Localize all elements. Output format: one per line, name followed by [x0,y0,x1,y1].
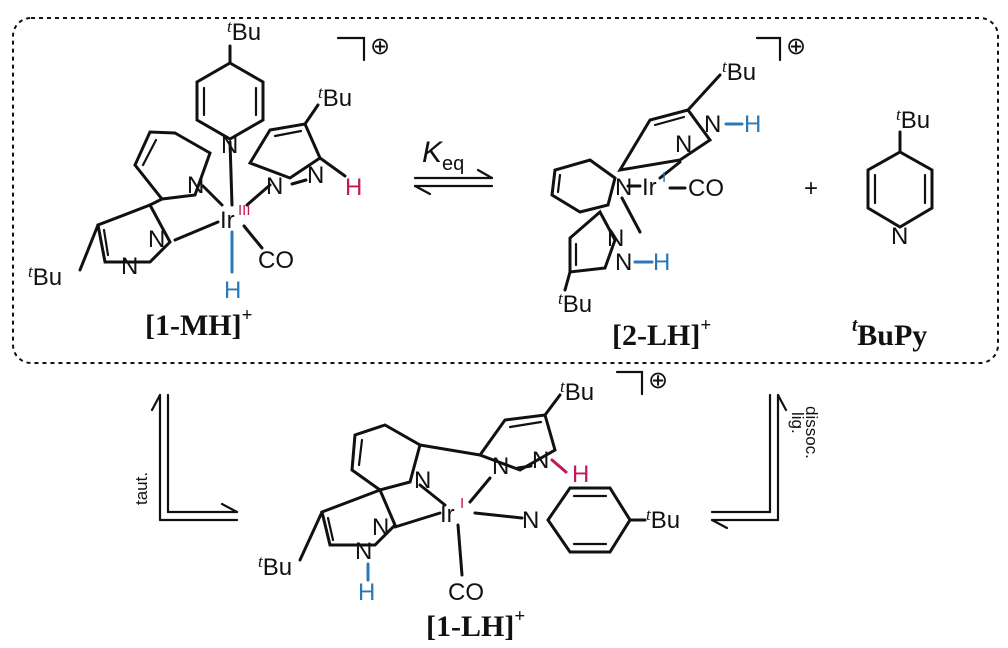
ligand-dissociation-arrow: lig. dissoc. [710,393,821,530]
nh-2-bottom: N [615,249,632,276]
bu-label-tbupy: tBu [896,105,930,134]
n-4-pyridine: N [414,467,431,494]
tautomerization-arrow: taut. [132,393,239,522]
h-2-top: H [744,111,761,138]
n-2-bottom: N [607,225,624,252]
taut-label: taut. [132,472,151,505]
charge-symbol-1: ⊕ [370,33,390,60]
pyrazole-left-n-label: N [148,226,165,253]
axial-n-label: N [221,132,238,159]
compound-label-tbupy: tBuPy [852,315,927,352]
bu-label-2-bottom: tBu [558,289,592,318]
compound-1-mh: tBu N tBu N N N H N N tBu Ir III CO H ⊕ … [28,17,390,342]
n-4-pyrazole-right: N [492,453,509,480]
plus-sign: + [804,175,818,202]
iridium-label-4: Ir [440,501,455,528]
nh-4-right: N [532,447,549,474]
bu-label-4-left: tBu [258,552,292,581]
bu-label-4-top: tBu [560,377,594,406]
nh-4-left: N [355,538,372,565]
n-2-pyridine: N [615,174,632,201]
compound-2-lh: tBu N N H N Ir I CO N N H tBu ⊕ [2-LH]+ [550,33,806,352]
charge-symbol-4: ⊕ [648,367,668,394]
n-4-pyrazole-left: N [372,514,389,541]
charge-symbol-2: ⊕ [786,33,806,60]
equilibrium-box [12,17,999,364]
nh-h-label: H [345,174,362,201]
equilibrium-arrows: Keq [413,136,494,196]
hydride-h-label: H [224,277,241,304]
oxidation-state-iii: III [238,202,251,219]
compound-label-2-lh: [2-LH]+ [612,315,711,352]
compound-label-1-mh: [1-MH]+ [145,305,252,342]
pyrazole-n-label: N [266,173,283,200]
iridium-label: Ir [220,207,235,234]
n-4-pyridine-ligand: N [522,507,539,534]
bu-label-2-top: tBu [722,57,756,86]
bu-label-left: tBu [28,262,62,291]
keq-label: Keq [422,136,464,175]
co-label: CO [258,247,294,274]
bu-label-4-right: tBu [646,505,680,534]
lig-label: lig. [788,412,807,434]
n-tbupy: N [891,223,908,250]
n-2-top: N [675,131,692,158]
compound-label-1-lh: [1-LH]+ [426,606,525,643]
pyridine-n-label: N [187,172,204,199]
bu-label-right: tBu [318,83,352,112]
oxidation-state-i-2: I [662,169,666,186]
compound-tbupy: tBu N tBuPy [852,105,934,352]
h-4-right: H [572,461,589,488]
dissoc-label: dissoc. [802,406,821,459]
bu-label-top: tBu [227,17,261,46]
compound-1-lh: tBu N N N H N N H tBu Ir I N tBu CO ⊕ [1… [258,367,680,643]
iridium-label-2: Ir [642,174,657,201]
h-4-left: H [358,579,375,606]
nh-n-label: N [307,162,324,189]
co-label-2: CO [688,175,724,202]
co-label-4: CO [448,579,484,606]
pyrazole-left-n2-label: N [121,253,138,280]
oxidation-state-i-4: I [460,495,464,512]
nh-2-top: N [704,111,721,138]
h-2-bottom: H [653,249,670,276]
